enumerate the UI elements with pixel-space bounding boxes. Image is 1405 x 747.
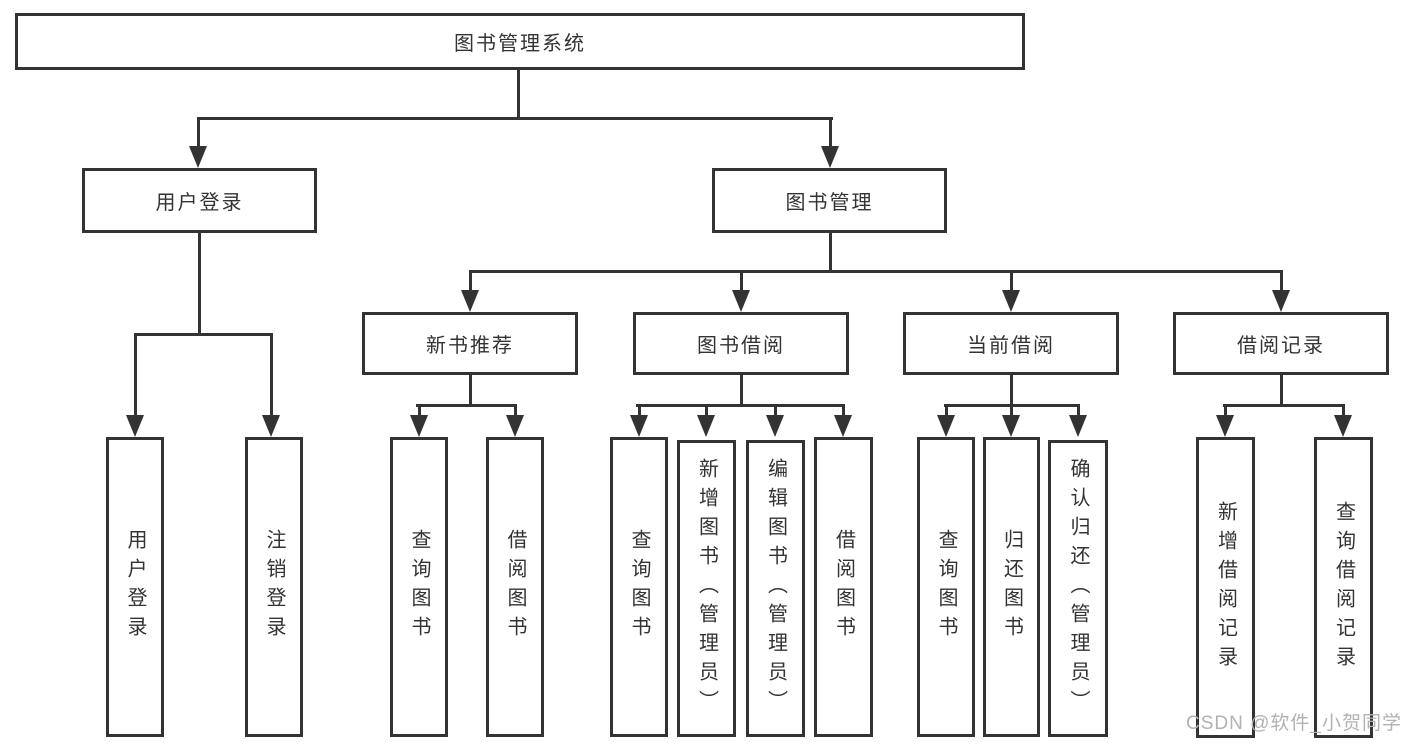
connector-drop-leaf — [705, 404, 708, 418]
node-borrowing-records: 借阅记录 — [1173, 312, 1389, 375]
arrow-down-icon — [766, 415, 784, 437]
leaf-label: 查询图书 — [408, 529, 430, 645]
node-book-management-label: 图书管理 — [785, 192, 874, 214]
leaf-borrow-books: 借阅图书 — [814, 437, 873, 737]
arrow-down-icon — [410, 415, 428, 437]
leaf-query-books: 查询图书 — [917, 437, 975, 737]
connector-drop-new-books — [469, 270, 472, 294]
node-user-login-label: 用户登录 — [155, 192, 244, 214]
arrow-down-icon — [630, 415, 648, 437]
node-book-borrowing: 图书借阅 — [633, 312, 849, 375]
connector-user-login-riser — [198, 233, 201, 336]
arrow-down-icon — [461, 290, 479, 312]
connector-drop-leaf — [774, 404, 777, 418]
node-borrowing-records-label: 借阅记录 — [1237, 335, 1325, 357]
arrow-down-icon — [262, 415, 280, 437]
arrow-down-icon — [834, 415, 852, 437]
connector-user-login-bar — [134, 333, 273, 336]
node-current-borrowing: 当前借阅 — [903, 312, 1119, 375]
leaf-add-borrow-record: 新增借阅记录 — [1196, 437, 1255, 738]
connector-bar-book-borrow — [636, 404, 845, 407]
connector-book-mgmt-riser — [829, 233, 832, 273]
connector-riser-book-borrow — [740, 375, 743, 407]
connector-drop-leaf — [1224, 404, 1227, 418]
connector-drop-leaf — [1342, 404, 1345, 418]
arrow-down-icon — [1272, 290, 1290, 312]
leaf-label: 查询图书 — [935, 529, 957, 645]
connector-riser-current-borrow — [1010, 375, 1013, 407]
connector-drop-login-leaf — [134, 333, 137, 417]
connector-drop-book-mgmt — [829, 117, 832, 149]
connector-drop-leaf — [1077, 404, 1080, 418]
connector-drop-logout-leaf — [270, 333, 273, 417]
leaf-label: 新增借阅记录 — [1214, 500, 1237, 675]
leaf-label: 借阅图书 — [832, 529, 855, 645]
node-new-book-recommend: 新书推荐 — [362, 312, 578, 375]
leaf-user-login: 用户登录 — [106, 437, 164, 737]
connector-drop-user-login — [197, 117, 200, 149]
arrow-down-icon — [1002, 415, 1020, 437]
arrow-down-icon — [937, 415, 955, 437]
arrow-down-icon — [1002, 290, 1020, 312]
connector-drop-leaf — [1010, 404, 1013, 418]
arrow-down-icon — [1069, 415, 1087, 437]
leaf-user-login-label: 用户登录 — [124, 529, 146, 645]
leaf-label: 编辑图书（管理员） — [764, 458, 787, 719]
leaf-return-books: 归还图书 — [983, 437, 1040, 737]
node-book-borrowing-label: 图书借阅 — [697, 335, 785, 357]
arrow-down-icon — [732, 290, 750, 312]
arrow-down-icon — [697, 415, 715, 437]
node-user-login: 用户登录 — [82, 168, 317, 233]
connector-riser-new-books — [469, 375, 472, 407]
arrow-down-icon — [821, 146, 839, 168]
connector-drop-leaf — [945, 404, 948, 418]
csdn-watermark: CSDN @软件_小贺同学 — [1186, 713, 1402, 734]
leaf-query-books: 查询图书 — [390, 437, 448, 737]
leaf-add-books-admin: 新增图书（管理员） — [677, 440, 736, 737]
connector-drop-leaf — [418, 404, 421, 418]
arrow-down-icon — [1334, 415, 1352, 437]
arrow-down-icon — [189, 146, 207, 168]
leaf-borrow-books: 借阅图书 — [486, 437, 544, 737]
connector-drop-current-borrow — [1010, 270, 1013, 294]
leaf-label: 查询借阅记录 — [1332, 500, 1355, 675]
connector-drop-leaf — [842, 404, 845, 418]
connector-riser-borrow-records — [1280, 375, 1283, 407]
connector-bar-borrow-records — [1223, 404, 1345, 407]
leaf-label: 确认归还（管理员） — [1067, 458, 1089, 719]
leaf-edit-books-admin: 编辑图书（管理员） — [746, 440, 805, 737]
leaf-label: 借阅图书 — [504, 529, 526, 645]
leaf-query-borrow-record: 查询借阅记录 — [1314, 437, 1373, 738]
node-book-management: 图书管理 — [712, 168, 947, 233]
connector-level2-bar — [197, 117, 833, 120]
node-new-book-recommend-label: 新书推荐 — [426, 335, 514, 357]
connector-drop-book-borrow — [740, 270, 743, 294]
node-root-label: 图书管理系统 — [454, 33, 586, 55]
arrow-down-icon — [1216, 415, 1234, 437]
node-root-system: 图书管理系统 — [15, 13, 1025, 70]
connector-root-riser — [517, 70, 520, 119]
leaf-logout: 注销登录 — [245, 437, 303, 737]
arrow-down-icon — [126, 415, 144, 437]
leaf-logout-label: 注销登录 — [263, 529, 285, 645]
arrow-down-icon — [506, 415, 524, 437]
leaf-label: 新增图书（管理员） — [695, 458, 718, 719]
connector-bar-new-books — [416, 404, 517, 407]
leaf-query-books: 查询图书 — [610, 437, 668, 737]
node-current-borrowing-label: 当前借阅 — [967, 335, 1055, 357]
leaf-label: 归还图书 — [1000, 529, 1023, 645]
connector-drop-borrow-records — [1280, 270, 1283, 294]
connector-drop-leaf — [514, 404, 517, 418]
leaf-label: 查询图书 — [628, 529, 650, 645]
connector-level3-bar — [469, 270, 1283, 273]
connector-drop-leaf — [638, 404, 641, 418]
leaf-confirm-return-admin: 确认归还（管理员） — [1048, 440, 1108, 737]
